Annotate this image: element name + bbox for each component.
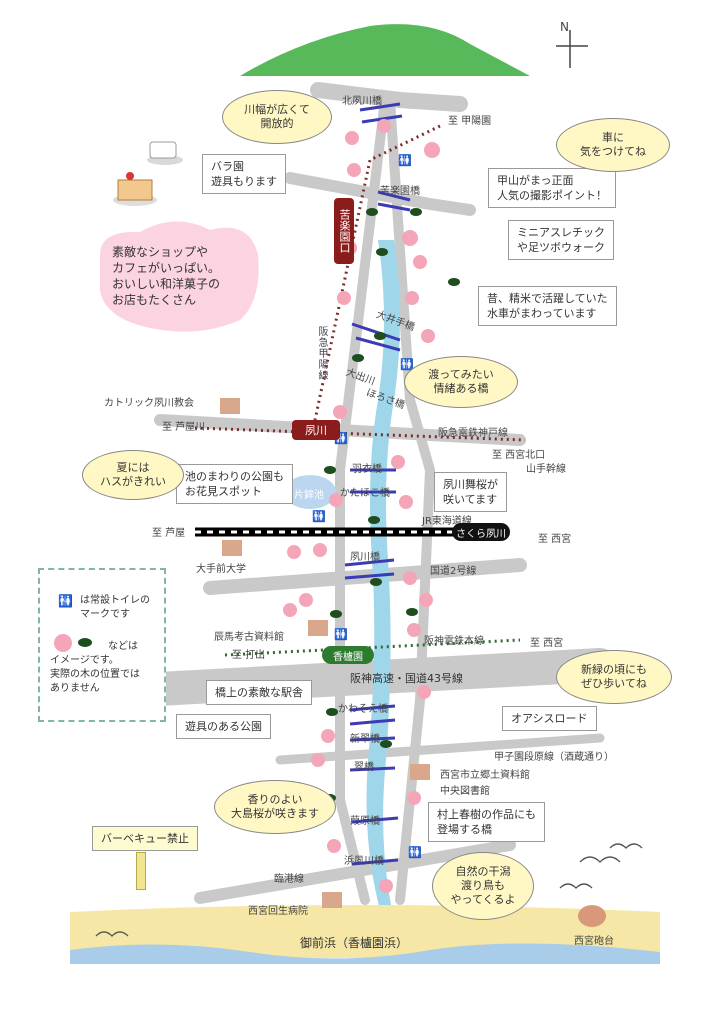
bridge-shinsui: 新翠橋 — [350, 734, 380, 745]
hankyu-koyo-line — [313, 124, 441, 421]
bubble-oshima: 香りのよい大島桜が咲きます — [214, 780, 336, 834]
bridge-shukugawa: 夙川橋 — [350, 552, 380, 563]
bubble-watatte: 渡ってみたい情緒ある橋 — [404, 356, 518, 408]
dir-ashiya: 至 芦屋 — [152, 528, 186, 539]
station-kurakuenguchi[interactable]: 苦楽園口 — [334, 198, 354, 264]
legend-trees: などは イメージです。 実際の木の位置では ありません — [50, 641, 140, 694]
place-pond: 片鉾池 — [294, 490, 324, 501]
dir-nishinomiya-kitaguchi: 至 西宮北口 — [492, 450, 546, 461]
place-hospital: 西宮回生病院 — [248, 906, 308, 917]
svg-text:🚻: 🚻 — [400, 358, 414, 371]
label-hankyu-kobe: 阪急電鉄神戸線 — [438, 428, 508, 439]
toilet-icon: 🚻 — [58, 594, 73, 608]
bridge-kitashukugawa: 北夙川橋 — [342, 96, 382, 107]
place-church: カトリック夙川教会 — [104, 398, 194, 409]
cloud-note-bg — [100, 221, 259, 332]
place-beach: 御前浜（香櫨園浜） — [300, 936, 409, 950]
sea — [70, 943, 660, 964]
hoodai-marker — [578, 905, 606, 927]
box-maizakura: 夙川舞桜が咲いてます — [434, 472, 507, 512]
tree-icon — [78, 638, 92, 647]
label-jr: JR東海道線 — [422, 516, 472, 527]
bubble-higata: 自然の干潟渡り鳥もやってくるよ — [432, 852, 534, 920]
label-hanshin: 阪神電鉄本線 — [424, 636, 484, 647]
svg-text:🚻: 🚻 — [312, 510, 326, 523]
sakura-trees — [283, 119, 460, 893]
bridge-yokohara: 葭原橋 — [350, 816, 380, 827]
box-bara: バラ園遊具もります — [202, 154, 286, 194]
hospital-marker — [322, 892, 342, 908]
otemae-marker — [222, 540, 242, 556]
station-sakura-shukugawa[interactable]: さくら夙川 — [452, 523, 510, 541]
box-yugu: 遊具のある公園 — [176, 714, 271, 739]
label-koshien: 甲子園段原線（酒蔵通り） — [494, 752, 614, 763]
bridge-hamashukugawa: 浜夙川橋 — [344, 856, 384, 867]
place-kyodo: 西宮市立郷土資料館 — [440, 770, 530, 781]
box-oasis: オアシスロード — [502, 706, 597, 731]
mount-kabuto — [240, 24, 530, 77]
church-marker — [220, 398, 240, 414]
label-rinko: 臨港線 — [274, 874, 304, 885]
compass-label: N — [560, 20, 569, 34]
dir-koyoen: 至 甲陽園 — [448, 116, 492, 127]
bubble-kawahaba: 川幅が広くて開放的 — [222, 90, 332, 144]
compass-icon — [556, 30, 588, 68]
place-hoodai: 西宮砲台 — [574, 936, 614, 947]
dir-ashiyagawa: 至 芦屋川 — [162, 422, 206, 433]
kyodo-marker — [410, 764, 430, 780]
dir-nishinomiya: 至 西宮 — [538, 534, 572, 545]
bridge-sui: 翠橋 — [354, 762, 374, 773]
station-koroen[interactable]: 香櫨園 — [322, 646, 374, 664]
hankyu-kobe-line — [194, 426, 526, 442]
box-pond-park: 池のまわりの公園もお花見スポット — [176, 464, 293, 504]
sakura-icon — [54, 634, 72, 652]
legend: 🚻 は常設トイレのマークです などは イメージです。 実際の木の位置では ありま… — [38, 568, 166, 722]
legend-toilet: は常設トイレのマークです — [80, 595, 150, 620]
label-hanshin-highway: 阪神高速・国道43号線 — [350, 672, 463, 685]
bridge-kuraku: 苦楽園橋 — [380, 186, 420, 197]
svg-text:🚻: 🚻 — [334, 628, 348, 641]
bbq-sign-post — [136, 852, 146, 890]
cloud-note: 素敵なショップや カフェがいっぱい。 おいしい和洋菓子の お店もたくさん — [112, 245, 221, 307]
box-ekisha: 橋上の素敵な駅舎 — [206, 680, 312, 705]
place-tatsuuma: 辰馬考古資料館 — [214, 632, 284, 643]
box-bbq: バーベキュー禁止 — [92, 826, 198, 851]
box-kanzan: 甲山がまっ正面人気の撮影ポイント！ — [488, 168, 616, 208]
bridge-kawazoe: かわそえ橋 — [338, 704, 388, 715]
bridges — [344, 102, 411, 866]
svg-text:🚻: 🚻 — [398, 154, 412, 167]
bubble-shinryoku: 新緑の頃にもぜひ歩いてね — [556, 650, 672, 704]
dir-uchide: 至 打出 — [232, 650, 266, 661]
hanshin-line — [224, 638, 521, 657]
bridge-katahoko: かたほこ橋 — [340, 488, 390, 499]
bubble-hasu: 夏にはハスがきれい — [82, 450, 184, 500]
tatsuuma-marker — [308, 620, 328, 636]
label-yamate: 山手幹線 — [526, 464, 566, 475]
station-shukugawa[interactable]: 夙川 — [292, 420, 340, 440]
bridge-hane: 羽衣橋 — [352, 464, 382, 475]
seagull-icons — [95, 843, 643, 937]
place-library: 中央図書館 — [440, 786, 490, 797]
pond-katahoko — [284, 475, 336, 509]
box-suisha: 昔、精米で活躍していた水車がまわっています — [478, 286, 617, 326]
box-murakami: 村上春樹の作品にも登場する橋 — [428, 802, 545, 842]
place-otemae: 大手前大学 — [196, 564, 246, 575]
label-kokudo2: 国道2号線 — [430, 566, 477, 577]
dir-nishinomiya2: 至 西宮 — [530, 638, 564, 649]
label-koyo-line: 阪急甲陽線 — [316, 326, 327, 381]
bubble-kuruma: 車に気をつけてね — [556, 118, 670, 172]
svg-text:🚻: 🚻 — [408, 846, 422, 859]
box-mini: ミニアスレチックや足ツボウォーク — [508, 220, 614, 260]
